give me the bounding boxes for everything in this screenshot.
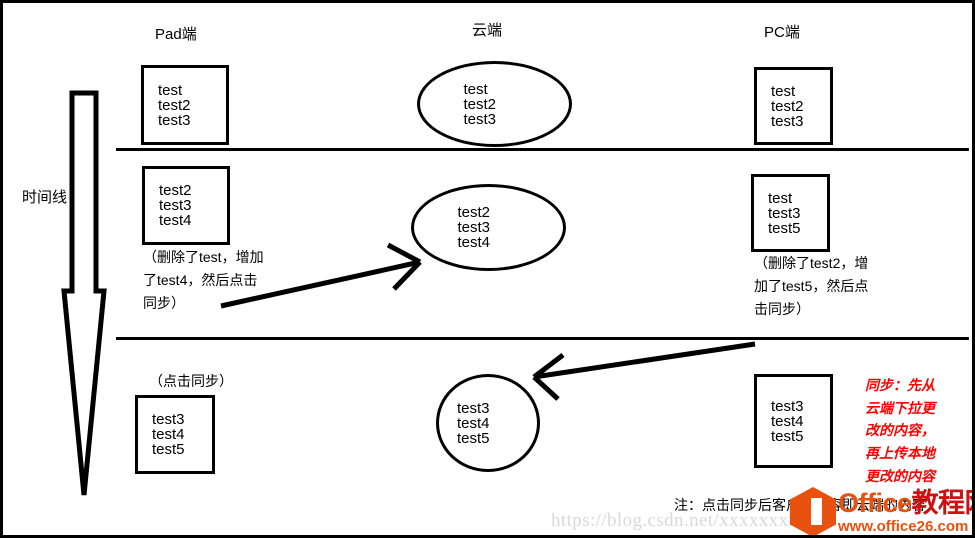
list-item: test4: [457, 234, 491, 251]
pc-box-row3: test3 test4 test5: [754, 374, 833, 468]
list-item: test3: [159, 197, 192, 214]
list-item: test2: [159, 182, 192, 199]
arrow-pc-to-cloud: [532, 341, 756, 401]
list-item: test4: [152, 426, 185, 443]
list-item: test: [771, 82, 796, 100]
office-logo-icon: [790, 487, 836, 535]
column-header-pad: Pad端: [155, 26, 197, 43]
list-item: test3: [771, 397, 804, 415]
note-line: 同步）: [143, 295, 185, 312]
list-item: test3: [463, 110, 497, 128]
cloud-ellipse-row2: test2 test3 test4: [411, 184, 566, 271]
brand-site: www.office26.com: [838, 518, 969, 535]
list-item: test3: [457, 219, 491, 236]
cloud-ellipse-row3: test3 test4 test5: [436, 374, 540, 472]
list-item: test2: [771, 97, 804, 115]
list-item: test5: [152, 441, 185, 458]
timeline-label: 时间线: [22, 189, 68, 206]
url-watermark: https://blog.csdn.net/xxxxxxxx: [551, 510, 799, 531]
list-item: test2: [457, 204, 491, 221]
brand-title: Office教程网: [838, 488, 972, 518]
note-line: 加了test5，然后点: [754, 278, 869, 295]
list-item: test2: [158, 96, 191, 114]
list-item: test4: [159, 212, 192, 229]
sync-explanation-note: 同步：先从 云端下拉更 改的内容， 再上传本地 更改的内容: [865, 374, 965, 487]
pad-note-row3: （点击同步）: [149, 373, 233, 389]
brand-text: Office教程网 www.office26.com: [838, 488, 972, 535]
list-item: test2: [463, 95, 497, 113]
note-line: （删除了test2，增: [754, 255, 869, 271]
note-line: 再上传本地: [865, 445, 935, 462]
note-line: 更改的内容: [865, 467, 935, 484]
list-item: test4: [771, 412, 804, 430]
column-header-pc: PC端: [764, 24, 800, 41]
pad-box-row2: test2 test3 test4: [142, 166, 230, 245]
column-header-cloud: 云端: [472, 22, 503, 39]
note-line: 云端下拉更: [865, 399, 935, 416]
pc-note-row2: （删除了test2，增 加了test5，然后点 击同步）: [754, 252, 944, 321]
list-item: test: [768, 189, 793, 207]
list-item: test5: [457, 429, 490, 447]
timeline-arrow-icon: [61, 90, 107, 496]
note-line: 击同步）: [754, 301, 810, 318]
list-item: test3: [158, 111, 191, 129]
note-line: 改的内容，: [865, 422, 935, 439]
note-line: （删除了test，增加: [143, 249, 264, 265]
cloud-ellipse-row1: test test2 test3: [417, 61, 572, 147]
row-divider-2: [116, 337, 969, 340]
note-line: 了test4，然后点击: [143, 272, 258, 289]
list-item: test5: [771, 427, 804, 445]
list-item: test3: [457, 399, 490, 417]
pc-box-row2: test test3 test5: [751, 174, 830, 252]
pc-box-row1: test test2 test3: [754, 67, 833, 145]
pad-box-row1: test test2 test3: [141, 65, 229, 145]
list-item: test3: [152, 411, 185, 428]
pad-box-row3: test3 test4 test5: [135, 395, 215, 474]
brand-watermark: Office教程网 www.office26.com: [790, 487, 972, 535]
list-item: test3: [771, 112, 804, 130]
list-item: test3: [768, 204, 801, 222]
list-item: test: [463, 80, 488, 98]
row-divider-1: [116, 148, 969, 151]
note-line: 同步：先从: [865, 377, 935, 393]
list-item: test4: [457, 414, 490, 432]
pad-note-row2: （删除了test，增加 了test4，然后点击 同步）: [143, 246, 323, 315]
list-item: test5: [768, 219, 801, 237]
list-item: test: [158, 81, 183, 99]
